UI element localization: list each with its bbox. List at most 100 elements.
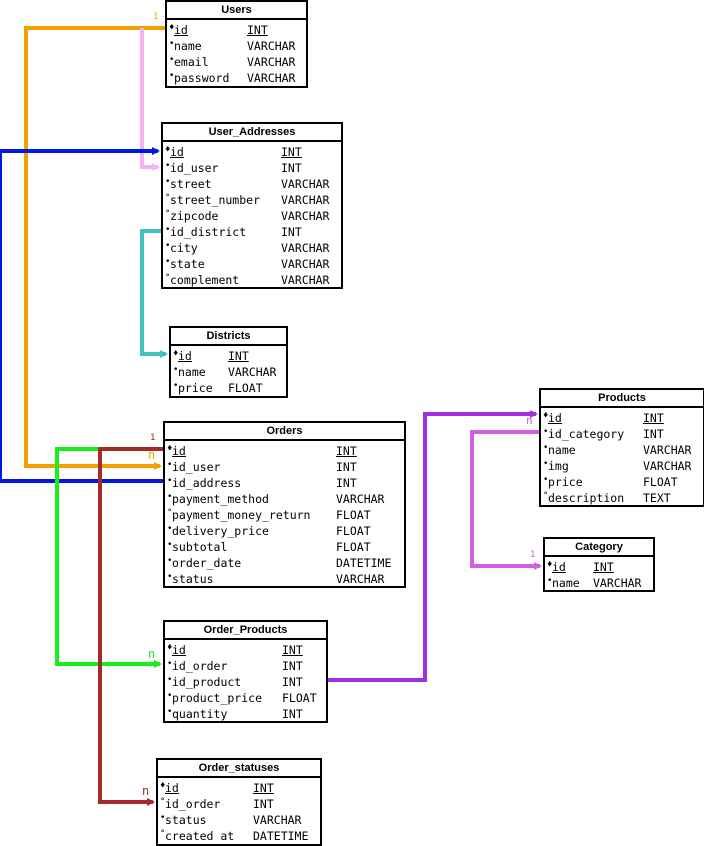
field-name: quantity xyxy=(172,707,228,721)
rel-orderproducts-products xyxy=(328,410,538,682)
table-title: User_Addresses xyxy=(163,124,341,142)
table-title: Products xyxy=(541,390,703,408)
field-name: product_price xyxy=(172,691,263,705)
field-marker-icon: • xyxy=(167,675,173,685)
field-marker-icon: ° xyxy=(165,273,171,283)
field-marker-icon: ° xyxy=(167,508,173,518)
field-type: FLOAT xyxy=(643,475,678,489)
rel-users-orders xyxy=(24,26,166,470)
table-title: Order_Products xyxy=(165,622,326,640)
field-marker-icon: ♦ xyxy=(543,411,549,421)
field-marker-icon: ♦ xyxy=(165,145,171,155)
field-marker-icon: • xyxy=(543,443,549,453)
field-type: FLOAT xyxy=(228,381,263,395)
field-type: VARCHAR xyxy=(281,209,330,223)
cardinality-users-one: 1 xyxy=(153,12,159,22)
field-name: id_product xyxy=(172,675,242,689)
field-name: img xyxy=(548,459,569,473)
field-type: VARCHAR xyxy=(253,813,302,827)
field-marker-icon: ♦ xyxy=(547,560,553,570)
field-marker-icon: • xyxy=(169,71,175,81)
field-row-name: •name VARCHAR xyxy=(167,38,306,54)
cardinality-category-one: 1 xyxy=(530,550,536,560)
field-name: id xyxy=(172,643,186,657)
field-name: subtotal xyxy=(172,540,228,554)
rel-users-addresses xyxy=(140,28,160,171)
rel-products-category xyxy=(470,430,542,570)
field-name: price xyxy=(178,381,213,395)
field-type: DATETIME xyxy=(336,556,392,570)
field-type: VARCHAR xyxy=(643,459,692,473)
field-name: name xyxy=(174,39,202,53)
table-title: Category xyxy=(545,539,653,557)
field-name: id xyxy=(174,23,188,37)
cardinality-orderproducts-many: n xyxy=(148,647,156,661)
field-marker-icon: • xyxy=(173,381,179,391)
field-marker-icon: • xyxy=(167,691,173,701)
table-title: Order_statuses xyxy=(158,760,320,778)
field-name: status xyxy=(172,572,214,586)
field-marker-icon: • xyxy=(543,427,549,437)
table-title: Districts xyxy=(171,328,286,346)
field-name: password xyxy=(174,71,230,85)
field-marker-icon: • xyxy=(165,257,171,267)
field-type: VARCHAR xyxy=(281,193,330,207)
field-type: FLOAT xyxy=(336,524,371,538)
field-name: id_user xyxy=(170,161,219,175)
field-name: id_address xyxy=(172,476,242,490)
field-marker-icon: • xyxy=(167,492,173,502)
field-name: order_date xyxy=(172,556,242,570)
field-marker-icon: • xyxy=(160,813,166,823)
field-marker-icon: • xyxy=(169,39,175,49)
field-type: INT xyxy=(336,460,357,474)
field-type: INT xyxy=(336,444,357,458)
table-title: Users xyxy=(167,2,306,20)
field-marker-icon: • xyxy=(167,540,173,550)
cardinality-orders-one: 1 xyxy=(150,433,156,443)
field-marker-icon: ♦ xyxy=(160,781,166,791)
field-type: INT xyxy=(253,781,274,795)
field-marker-icon: • xyxy=(167,707,173,717)
table-title: Orders xyxy=(165,423,404,441)
field-type: INT xyxy=(281,145,302,159)
field-type: VARCHAR xyxy=(281,257,330,271)
field-type: INT xyxy=(282,659,303,673)
field-type: VARCHAR xyxy=(247,55,296,69)
field-name: name xyxy=(552,576,580,590)
field-name: name xyxy=(178,365,206,379)
field-type: VARCHAR xyxy=(247,39,296,53)
field-type: VARCHAR xyxy=(643,443,692,457)
field-name: delivery_price xyxy=(172,524,269,538)
field-name: id_order xyxy=(165,797,221,811)
field-marker-icon: • xyxy=(547,576,553,586)
